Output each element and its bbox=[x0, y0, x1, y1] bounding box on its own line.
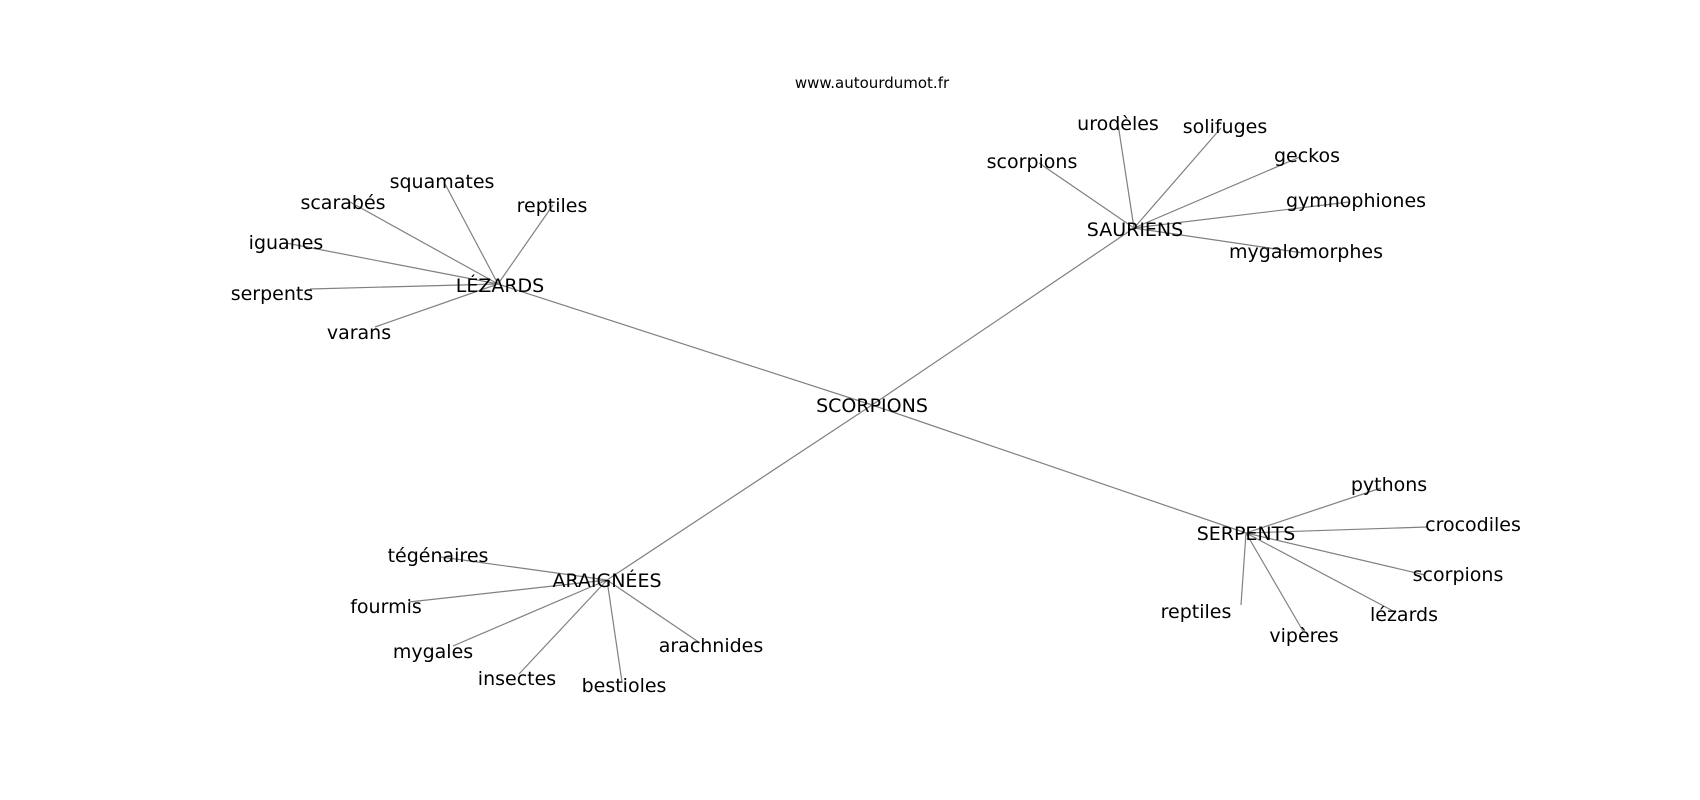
edge-sauriens-leaf-0 bbox=[1117, 123, 1135, 229]
edge-araignees-leaf-2 bbox=[452, 579, 608, 647]
edge-lezards-leaf-5 bbox=[374, 283, 499, 328]
edge-lezards-leaf-4 bbox=[309, 283, 499, 290]
edge-center-serpents bbox=[871, 404, 1247, 534]
edge-lezards-leaf-0 bbox=[443, 181, 499, 285]
edge-sauriens-leaf-5 bbox=[1133, 227, 1304, 254]
leaf-node-araignees-3[interactable]: insectes bbox=[478, 668, 556, 690]
leaf-node-serpents-0[interactable]: pythons bbox=[1351, 474, 1427, 496]
leaf-node-serpents-1[interactable]: crocodiles bbox=[1425, 514, 1521, 536]
leaf-node-sauriens-3[interactable]: scorpions bbox=[987, 151, 1078, 173]
edge-araignees-leaf-3 bbox=[518, 579, 608, 675]
edge-serpents-leaf-2 bbox=[1245, 532, 1426, 576]
edge-center-lezards bbox=[497, 283, 873, 406]
edges bbox=[285, 123, 1428, 683]
edge-center-sauriens bbox=[871, 227, 1135, 406]
labels: www.autourdumot.fr SCORPIONS LÉZARDS squa… bbox=[231, 74, 1521, 697]
leaf-node-araignees-1[interactable]: fourmis bbox=[350, 596, 422, 618]
leaf-node-lezards-0[interactable]: squamates bbox=[390, 171, 495, 193]
edge-sauriens-leaf-2 bbox=[1133, 156, 1301, 229]
leaf-node-serpents-3[interactable]: lézards bbox=[1370, 604, 1438, 626]
leaf-node-araignees-2[interactable]: mygales bbox=[393, 641, 473, 663]
edge-sauriens-leaf-4 bbox=[1133, 201, 1350, 229]
edge-serpents-leaf-4 bbox=[1245, 532, 1304, 632]
leaf-node-serpents-4[interactable]: vipères bbox=[1269, 625, 1338, 647]
edge-serpents-leaf-0 bbox=[1245, 487, 1382, 534]
edge-araignees-leaf-1 bbox=[408, 579, 608, 603]
leaf-node-sauriens-2[interactable]: geckos bbox=[1274, 145, 1340, 167]
edge-center-araignees bbox=[606, 404, 873, 581]
leaf-node-sauriens-4[interactable]: gymnophiones bbox=[1286, 190, 1426, 212]
hub-node-araignees[interactable]: ARAIGNÉES bbox=[552, 569, 661, 592]
leaf-node-sauriens-1[interactable]: solifuges bbox=[1183, 116, 1267, 138]
edge-sauriens-leaf-3 bbox=[1038, 162, 1135, 229]
leaf-node-sauriens-5[interactable]: mygalomorphes bbox=[1229, 241, 1383, 263]
leaf-node-serpents-5[interactable]: reptiles bbox=[1161, 601, 1232, 623]
leaf-node-lezards-2[interactable]: reptiles bbox=[517, 195, 588, 217]
leaf-node-lezards-5[interactable]: varans bbox=[327, 322, 391, 344]
site-credit[interactable]: www.autourdumot.fr bbox=[795, 74, 950, 92]
edge-lezards-leaf-1 bbox=[349, 201, 499, 285]
edge-lezards-leaf-2 bbox=[497, 204, 554, 285]
edge-araignees-leaf-0 bbox=[440, 556, 608, 581]
edge-serpents-leaf-1 bbox=[1245, 526, 1428, 534]
hub-node-serpents[interactable]: SERPENTS bbox=[1197, 523, 1296, 545]
leaf-node-araignees-5[interactable]: arachnides bbox=[659, 635, 764, 657]
edge-serpents-leaf-3 bbox=[1245, 532, 1396, 613]
leaf-node-lezards-1[interactable]: scarabés bbox=[300, 192, 385, 214]
hub-node-sauriens[interactable]: SAURIENS bbox=[1087, 219, 1183, 241]
leaf-node-sauriens-0[interactable]: urodèles bbox=[1077, 113, 1159, 135]
edge-sauriens-leaf-1 bbox=[1133, 127, 1222, 229]
leaf-node-araignees-0[interactable]: tégénaires bbox=[388, 545, 489, 567]
edge-araignees-leaf-4 bbox=[606, 579, 623, 683]
edge-araignees-leaf-5 bbox=[606, 579, 701, 644]
leaf-node-serpents-2[interactable]: scorpions bbox=[1413, 564, 1504, 586]
leaf-node-lezards-4[interactable]: serpents bbox=[231, 283, 314, 305]
leaf-node-lezards-3[interactable]: iguanes bbox=[249, 232, 324, 254]
edge-lezards-leaf-3 bbox=[285, 242, 499, 285]
hub-node-lezards[interactable]: LÉZARDS bbox=[456, 274, 545, 297]
leaf-node-araignees-4[interactable]: bestioles bbox=[582, 675, 667, 697]
edge-serpents-leaf-5 bbox=[1240, 532, 1247, 606]
center-node-label[interactable]: SCORPIONS bbox=[816, 395, 928, 417]
